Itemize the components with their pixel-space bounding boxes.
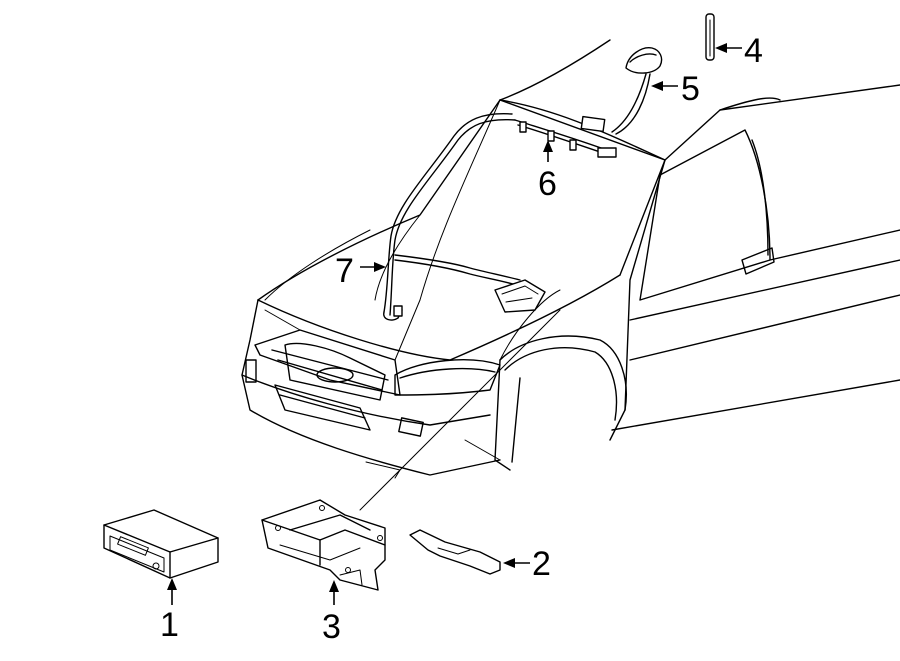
callout-4: 4 (715, 32, 763, 70)
callout-6: 6 (538, 140, 557, 203)
leader-line (359, 309, 561, 511)
callout-6-number: 6 (538, 165, 557, 203)
part-4-antenna-mast (705, 13, 715, 61)
callout-4-number: 4 (744, 32, 763, 70)
callout-7-number: 7 (335, 252, 354, 290)
part-7-cable (383, 113, 546, 321)
part-6-harness (514, 119, 617, 158)
callout-3-number: 3 (322, 608, 341, 646)
callout-5-number: 5 (681, 70, 700, 108)
callout-1: 1 (160, 578, 179, 644)
part-3-bracket (261, 499, 386, 591)
vehicle-body (241, 39, 900, 479)
callout-2-number: 2 (532, 545, 551, 583)
callout-7: 7 (335, 252, 386, 290)
callout-1-number: 1 (160, 606, 179, 644)
part-1-radio-module (103, 509, 219, 579)
part-2-strap (409, 529, 501, 575)
callout-5: 5 (651, 70, 700, 108)
callout-2: 2 (503, 545, 551, 583)
part-5-roof-antenna (580, 47, 663, 135)
callout-3: 3 (322, 580, 341, 646)
